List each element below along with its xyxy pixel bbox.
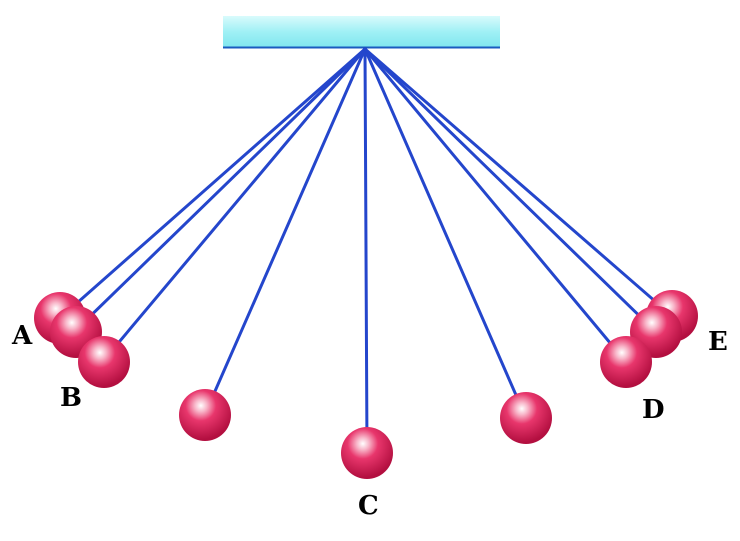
- label-e: E: [708, 327, 728, 357]
- string-4: [203, 47, 367, 416]
- string-b: [102, 47, 367, 362]
- string-d: [363, 47, 628, 364]
- string-c: [363, 47, 369, 454]
- label-a: A: [11, 321, 33, 351]
- string-e: [363, 47, 674, 318]
- label-d: D: [642, 395, 665, 425]
- string-a2: [74, 47, 367, 332]
- label-b: B: [60, 383, 82, 413]
- support-bar: [223, 16, 500, 48]
- strings: [58, 47, 674, 454]
- balls: [34, 290, 698, 479]
- string-e2: [363, 47, 658, 334]
- string-a: [58, 47, 367, 320]
- ball-c: [341, 427, 393, 479]
- ball-b: [78, 336, 130, 388]
- ball-d: [600, 336, 652, 388]
- string-6: [363, 47, 528, 420]
- ball-4: [179, 389, 231, 441]
- ball-6: [500, 392, 552, 444]
- label-c: C: [358, 491, 379, 521]
